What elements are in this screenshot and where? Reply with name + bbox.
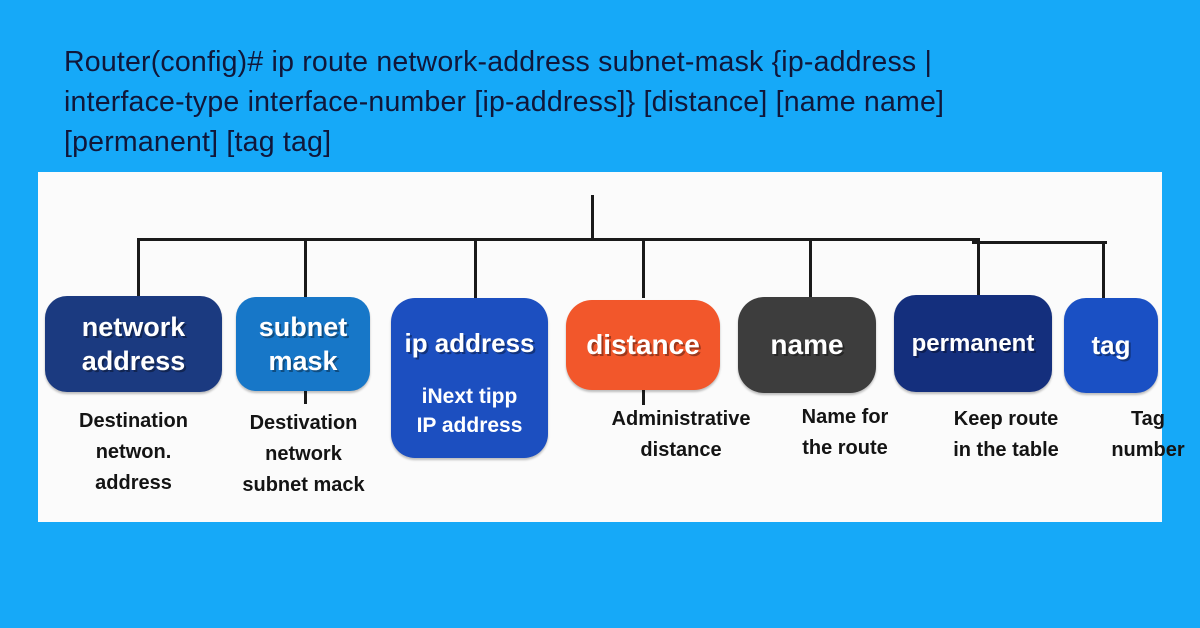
node-distance: distance bbox=[566, 300, 720, 390]
description-subnet-mask: Destivation network subnet mack bbox=[216, 408, 391, 501]
description-permanent: Keep route in the table bbox=[911, 404, 1101, 466]
node-name: name bbox=[738, 297, 876, 393]
node-label: name bbox=[770, 329, 844, 360]
node-sublabel-line: iNext tipp bbox=[421, 385, 518, 408]
description-line: Tag bbox=[1130, 408, 1166, 430]
node-label: subnet bbox=[258, 312, 348, 342]
tree-drop-ip-address bbox=[474, 238, 477, 298]
description-distance: Administrative distance bbox=[586, 404, 776, 466]
tree-horizontal-line bbox=[137, 238, 978, 241]
description-line: Name for bbox=[801, 406, 889, 428]
description-line: number bbox=[1111, 439, 1185, 461]
description-line: distance bbox=[640, 439, 722, 461]
description-line: Administrative bbox=[611, 408, 751, 430]
node-label: tag bbox=[1091, 330, 1131, 360]
command-line-3: [permanent] [tag tag] bbox=[64, 126, 332, 158]
node-label: mask bbox=[268, 346, 338, 376]
tree-stem-line bbox=[591, 195, 594, 239]
node-subnet-mask: subnet mask bbox=[236, 297, 370, 391]
description-line: Destination bbox=[79, 410, 188, 432]
description-line: network bbox=[265, 443, 342, 465]
tree-horizontal-line-right bbox=[972, 241, 1107, 244]
description-name: Name for the route bbox=[750, 402, 940, 464]
tree-drop-subnet-mask bbox=[304, 238, 307, 298]
description-line: address bbox=[95, 472, 172, 494]
command-syntax-text: Router(config)# ip route network-address… bbox=[64, 42, 1154, 162]
description-line: Keep route bbox=[953, 408, 1059, 430]
node-network-address: network address bbox=[45, 296, 222, 392]
node-label: address bbox=[81, 346, 186, 376]
node-label: network bbox=[81, 312, 186, 342]
node-sublabel: iNext tipp IP address bbox=[417, 382, 523, 440]
description-line: the route bbox=[802, 437, 888, 459]
tree-drop-network-address bbox=[137, 238, 140, 298]
node-label: ip address bbox=[404, 328, 535, 358]
node-ip-address: ip address iNext tipp IP address bbox=[391, 298, 548, 458]
tree-drop-name bbox=[809, 238, 812, 298]
description-line: in the table bbox=[953, 439, 1059, 461]
description-line: netwon. bbox=[95, 441, 172, 463]
node-label: permanent bbox=[911, 329, 1035, 357]
node-permanent: permanent bbox=[894, 295, 1052, 392]
description-tag: Tag number bbox=[1053, 404, 1200, 466]
description-line: subnet mack bbox=[242, 474, 365, 496]
tree-drop-permanent bbox=[977, 238, 980, 298]
diagram-panel: network address subnet mask ip address i… bbox=[38, 172, 1185, 522]
description-line: Destivation bbox=[249, 412, 358, 434]
tree-drop-tag bbox=[1102, 241, 1105, 298]
command-line-1: Router(config)# ip route network-address… bbox=[64, 46, 933, 78]
node-sublabel-line: IP address bbox=[416, 414, 523, 437]
node-label: distance bbox=[586, 329, 700, 360]
tick-below-distance bbox=[642, 390, 645, 405]
tree-drop-distance bbox=[642, 238, 645, 298]
node-tag: tag bbox=[1064, 298, 1158, 393]
command-line-2: interface-type interface-number [ip-addr… bbox=[64, 86, 945, 118]
description-network-address: Destination netwon. address bbox=[45, 406, 222, 499]
tick-below-subnet-mask bbox=[304, 391, 307, 404]
